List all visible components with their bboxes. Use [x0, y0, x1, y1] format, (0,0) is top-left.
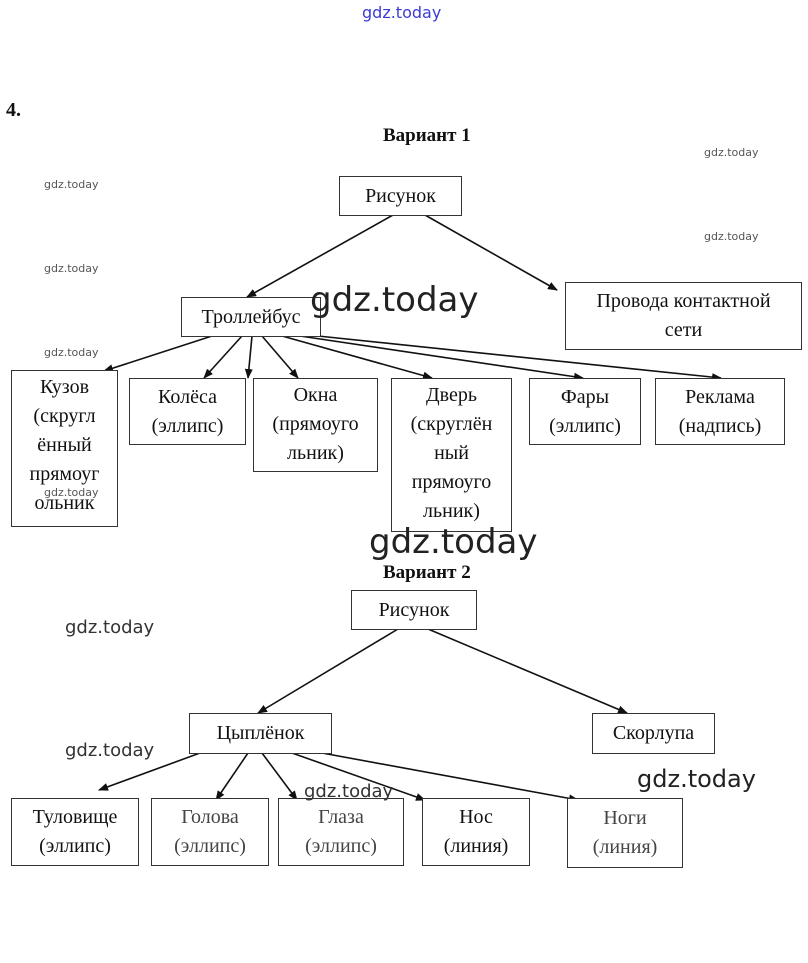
shell-node: Скорлупа [592, 713, 715, 754]
watermark-small: gdz.today [704, 146, 759, 159]
edge-chick-nose [291, 752, 426, 801]
edge-chick-legs [321, 752, 579, 803]
edge-trolleybus-door [281, 335, 433, 380]
variant1-root-node: Рисунок [339, 176, 462, 216]
edge-trolleybus-windows2 [261, 335, 299, 379]
edge-trolleybus-windows [244, 335, 253, 379]
wheels-node: Колёса (эллипс) [129, 378, 246, 445]
trolleybus-node: Троллейбус [181, 297, 321, 337]
watermark-large: gdz.today [637, 765, 756, 793]
watermark-small: gdz.today [44, 178, 99, 191]
watermark-small: gdz.today [44, 486, 99, 499]
variant1-title: Вариант 1 [383, 125, 471, 146]
ad-node: Реклама (надпись) [655, 378, 785, 445]
edge-chick-eyes [261, 752, 298, 801]
watermark-large: gdz.today [369, 522, 538, 562]
edge-trolleybus-headlights [299, 335, 584, 381]
variant2-title: Вариант 2 [383, 562, 471, 583]
headlights-node: Фары (эллипс) [529, 378, 641, 445]
wires-node: Провода контактной сети [565, 282, 802, 350]
watermark-medium: gdz.today [65, 617, 155, 638]
watermark-medium: gdz.today [65, 740, 155, 761]
edge-trolleybus-ad [317, 335, 722, 382]
body-node: Кузов (скругл ённый прямоуг ольник [11, 370, 118, 527]
task-number: 4. [6, 99, 21, 121]
variant2-root-node: Рисунок [351, 590, 477, 630]
chick-node: Цыплёнок [189, 713, 332, 754]
edge-trolleybus-body [103, 335, 213, 373]
edge-root-trolleybus [246, 214, 394, 298]
door-node: Дверь (скруглён ный прямоуго льник) [391, 378, 512, 532]
watermark-large: gdz.today [310, 280, 479, 320]
edge-chick-torso [98, 752, 201, 791]
edge-root-wires [424, 214, 558, 291]
edge-trolleybus-wheels [203, 335, 243, 379]
watermark-small: gdz.today [704, 230, 759, 243]
windows-node: Окна (прямоуго льник) [253, 378, 378, 472]
watermark-medium: gdz.today [304, 781, 394, 802]
eyes-node: Глаза (эллипс) [278, 798, 404, 866]
watermark-small: gdz.today [44, 262, 99, 275]
nose-node: Нос (линия) [422, 798, 530, 866]
edge-chick-head [215, 752, 249, 801]
head-node: Голова (эллипс) [151, 798, 269, 866]
edge-root2-shell [427, 628, 628, 714]
torso-node: Туловище (эллипс) [11, 798, 139, 866]
edge-root2-chick [257, 628, 399, 714]
watermark-small: gdz.today [44, 346, 99, 359]
watermark-top: gdz.today [362, 3, 442, 22]
legs-node: Ноги (линия) [567, 798, 683, 868]
